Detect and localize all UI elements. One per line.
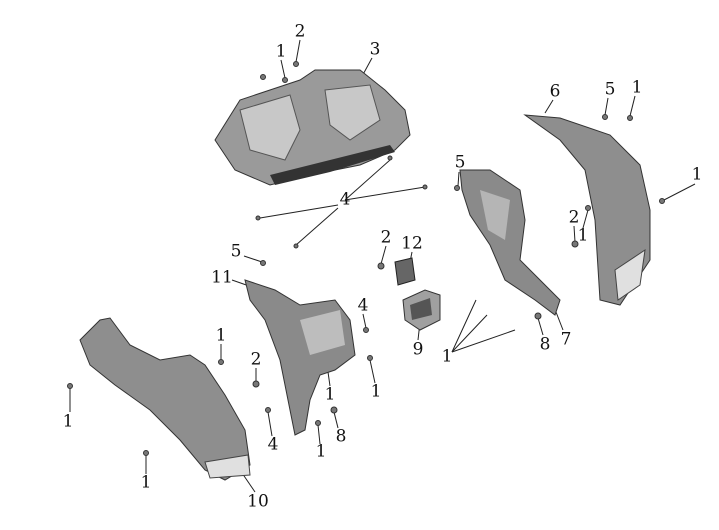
- callout-label: 7: [560, 329, 572, 350]
- callout-label: 3: [369, 39, 381, 60]
- part-9-bracket: [402, 289, 441, 331]
- callout-label: 10: [247, 491, 269, 512]
- callout-label: 1: [691, 164, 703, 185]
- callout-label: 1: [631, 77, 643, 98]
- callout-label: 1: [215, 325, 227, 346]
- fasteners: [67, 61, 665, 456]
- leader-lines: [69, 39, 696, 493]
- callout-label: 5: [230, 241, 242, 262]
- callout-label: 9: [412, 339, 424, 360]
- callout-label: 1: [140, 472, 152, 493]
- callout-label: 1: [315, 441, 327, 462]
- callout-label: 4: [339, 189, 351, 210]
- callout-label: 2: [294, 21, 306, 42]
- part-3-upper-cowl: [214, 69, 411, 186]
- part-10-left-panel: [79, 317, 251, 481]
- callout-label: 1: [370, 381, 382, 402]
- callout-label: 8: [335, 426, 347, 447]
- part-12-bracket: [394, 257, 416, 286]
- callout-label: 4: [357, 295, 369, 316]
- callout-label: 1: [275, 41, 287, 62]
- callout-label: 5: [454, 152, 466, 173]
- callout-label: 1: [324, 384, 336, 405]
- callout-label: 2: [250, 349, 262, 370]
- part-6-right-panel: [523, 114, 651, 306]
- callout-label: 5: [604, 79, 616, 100]
- part-11-center-panel: [244, 279, 356, 436]
- callout-label: 1: [577, 225, 589, 246]
- callout-label: 2: [568, 207, 580, 228]
- callout-label: 8: [539, 334, 551, 355]
- callout-label: 2: [380, 227, 392, 248]
- callout-label: 6: [549, 81, 561, 102]
- callout-label: 4: [267, 434, 279, 455]
- part-7-inner-panel: [459, 169, 561, 316]
- callout-label: 11: [211, 267, 233, 288]
- callout-label: 1: [62, 411, 74, 432]
- callout-label: 1: [441, 346, 453, 367]
- callout-label: 12: [401, 233, 423, 254]
